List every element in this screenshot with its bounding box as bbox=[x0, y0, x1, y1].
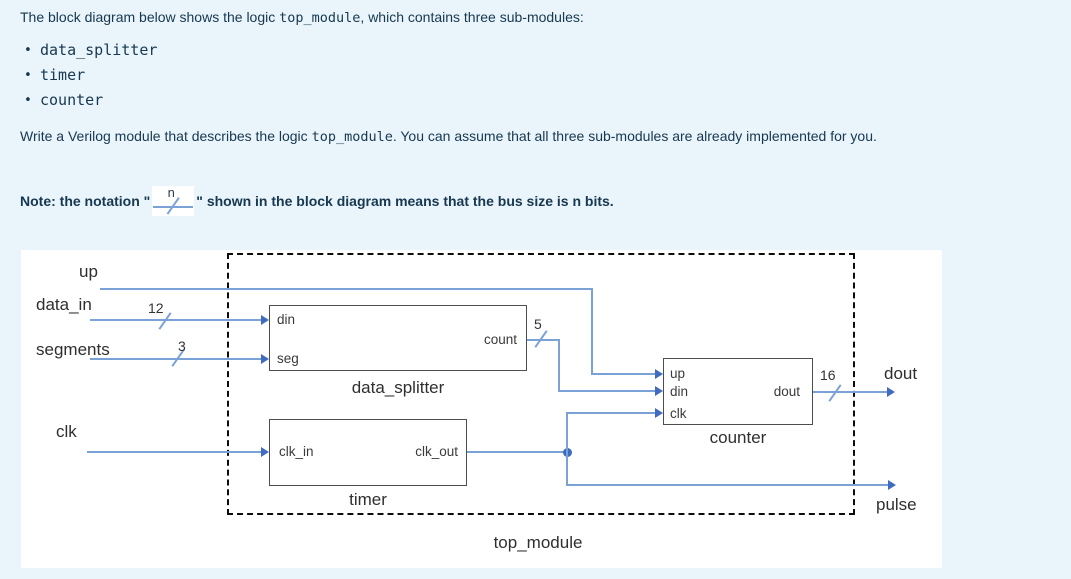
bus-notation-line bbox=[153, 206, 194, 208]
list-item-label: counter bbox=[40, 91, 104, 109]
counter-label: counter bbox=[709, 428, 767, 447]
counter-block bbox=[663, 358, 813, 425]
wire-pulse bbox=[566, 484, 888, 486]
wire-up-horizontal bbox=[100, 288, 592, 290]
arrowhead-pulse bbox=[888, 480, 896, 490]
bus-notation-n-label: n bbox=[167, 185, 175, 200]
port-label-clk-out: clk_out bbox=[415, 444, 458, 459]
signal-label-data-in: data_in bbox=[36, 295, 92, 314]
task-code-top-module: top_module bbox=[311, 129, 393, 145]
timer-block bbox=[269, 419, 467, 486]
data-splitter-block bbox=[269, 305, 527, 371]
top-module-label: top_module bbox=[493, 533, 583, 552]
bus-width-dout: 16 bbox=[820, 367, 836, 383]
wire-count-vertical bbox=[558, 339, 560, 392]
wire-up-to-counter bbox=[591, 373, 655, 375]
list-item-label: timer bbox=[40, 66, 86, 84]
arrowhead-counter-din bbox=[655, 386, 663, 396]
wire-clk-branch-vertical bbox=[566, 412, 568, 486]
note-text-pre: Note: the notation " bbox=[20, 193, 151, 209]
wire-count-out bbox=[527, 339, 560, 341]
wire-clk-in bbox=[87, 451, 261, 453]
list-item-label: data_splitter bbox=[40, 41, 158, 59]
arrowhead-counter-clk bbox=[655, 408, 663, 418]
list-item-data-splitter: • data_splitter bbox=[24, 41, 157, 59]
task-paragraph: Write a Verilog module that describes th… bbox=[20, 126, 877, 147]
intro-paragraph: The block diagram below shows the logic … bbox=[20, 7, 584, 28]
bullet-icon: • bbox=[24, 43, 32, 58]
note-text-post: " shown in the block diagram means that … bbox=[196, 193, 614, 209]
signal-label-up: up bbox=[79, 262, 98, 281]
signal-label-dout: dout bbox=[884, 364, 918, 383]
port-label-counter-din: din bbox=[670, 384, 689, 399]
intro-text-pre: The block diagram below shows the logic bbox=[20, 9, 280, 25]
arrowhead-clk-in bbox=[261, 447, 269, 457]
task-text-pre: Write a Verilog module that describes th… bbox=[20, 128, 312, 144]
bus-width-segments: 3 bbox=[178, 338, 186, 354]
wire-data-in bbox=[90, 319, 261, 321]
list-item-counter: • counter bbox=[24, 91, 103, 109]
port-label-counter-up: up bbox=[670, 366, 686, 381]
timer-label: timer bbox=[349, 490, 387, 509]
block-diagram: 12 3 5 16 din seg count clk_in clk_out u… bbox=[21, 250, 942, 568]
wire-up-vertical bbox=[591, 288, 593, 375]
arrowhead-din bbox=[261, 315, 269, 325]
bus-width-count: 5 bbox=[534, 316, 542, 332]
bus-notation-icon: n bbox=[152, 185, 195, 216]
list-item-timer: • timer bbox=[24, 66, 85, 84]
bullet-icon: • bbox=[24, 93, 32, 108]
note-paragraph: Note: the notation " n " shown in the bl… bbox=[20, 183, 614, 219]
port-label-counter-dout: dout bbox=[773, 384, 800, 399]
port-label-clk-in: clk_in bbox=[279, 444, 314, 459]
signal-label-pulse: pulse bbox=[876, 495, 917, 514]
arrowhead-dout bbox=[887, 387, 895, 397]
top-module-boundary bbox=[227, 253, 855, 515]
bus-width-data-in: 12 bbox=[148, 300, 164, 316]
signal-label-clk: clk bbox=[56, 422, 77, 441]
wire-count-to-din bbox=[558, 390, 655, 392]
data-splitter-label: data_splitter bbox=[351, 378, 445, 397]
wire-dout bbox=[813, 391, 887, 393]
arrowhead-up-counter bbox=[655, 369, 663, 379]
intro-text-post: , which contains three sub-modules: bbox=[360, 9, 584, 25]
port-label-seg: seg bbox=[277, 351, 299, 366]
wire-clk-to-counter bbox=[566, 412, 655, 414]
port-label-counter-clk: clk bbox=[670, 406, 687, 421]
port-label-din: din bbox=[277, 312, 296, 327]
signal-label-segments: segments bbox=[36, 340, 110, 359]
task-text-post: . You can assume that all three sub-modu… bbox=[392, 128, 877, 144]
arrowhead-seg bbox=[261, 354, 269, 364]
bullet-icon: • bbox=[24, 68, 32, 83]
port-label-count: count bbox=[483, 332, 517, 347]
wire-clk-out bbox=[467, 451, 568, 453]
intro-code-top-module: top_module bbox=[279, 10, 361, 26]
